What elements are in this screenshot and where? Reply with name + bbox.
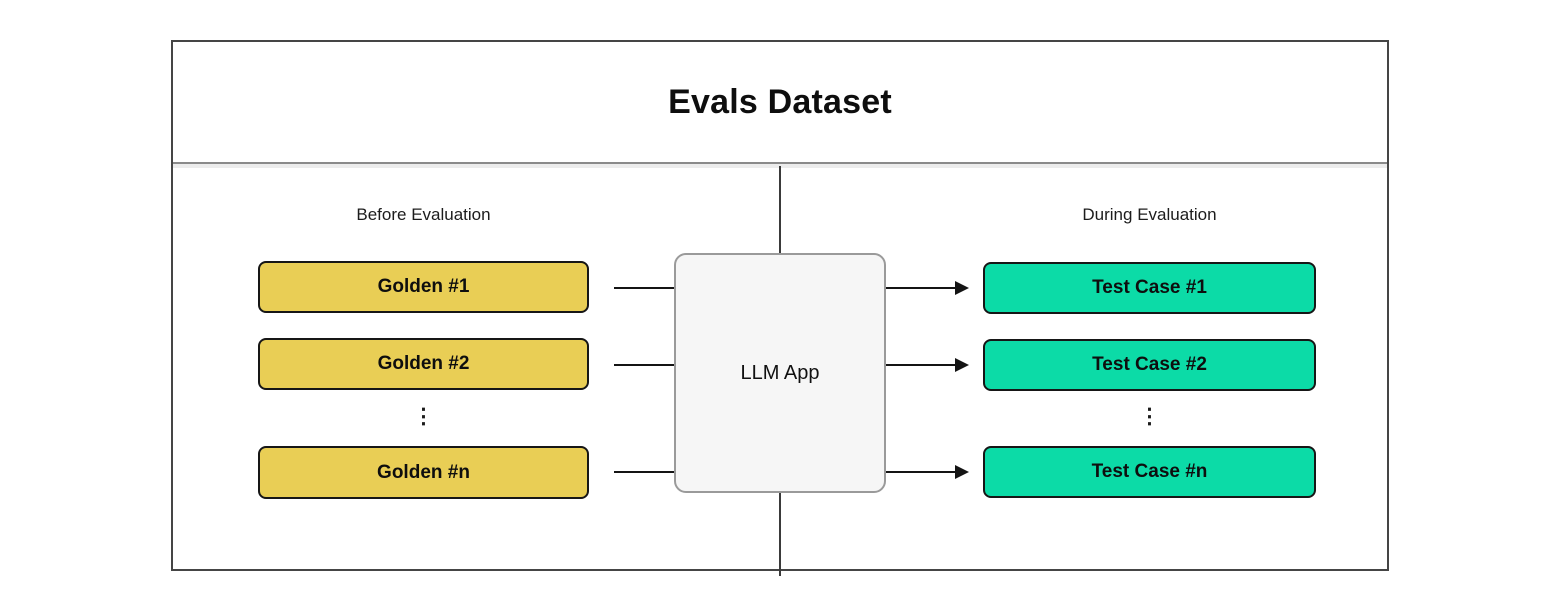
- golden-node-n: Golden #n: [258, 446, 589, 499]
- frame-header: Evals Dataset: [173, 42, 1387, 164]
- test-case-node-2: Test Case #2: [983, 339, 1316, 391]
- connector-line-golden-1: [614, 287, 674, 289]
- arrow-to-test-case-n: [886, 465, 969, 479]
- before-evaluation-label: Before Evaluation: [356, 205, 491, 224]
- connector-line-golden-n: [614, 471, 674, 473]
- during-evaluation-label: During Evaluation: [1082, 205, 1217, 224]
- diagram-title: Evals Dataset: [668, 82, 892, 121]
- test-case-node-n: Test Case #n: [983, 446, 1316, 498]
- arrow-to-test-case-2: [886, 358, 969, 372]
- ellipsis-right: ⋮: [1139, 405, 1160, 428]
- golden-node-2: Golden #2: [258, 338, 589, 390]
- ellipsis-left: ⋮: [413, 405, 434, 428]
- llm-app-node: LLM App: [674, 253, 886, 493]
- arrow-to-test-case-1: [886, 281, 969, 295]
- connector-line-golden-2: [614, 364, 674, 366]
- golden-node-1: Golden #1: [258, 261, 589, 313]
- test-case-node-1: Test Case #1: [983, 262, 1316, 314]
